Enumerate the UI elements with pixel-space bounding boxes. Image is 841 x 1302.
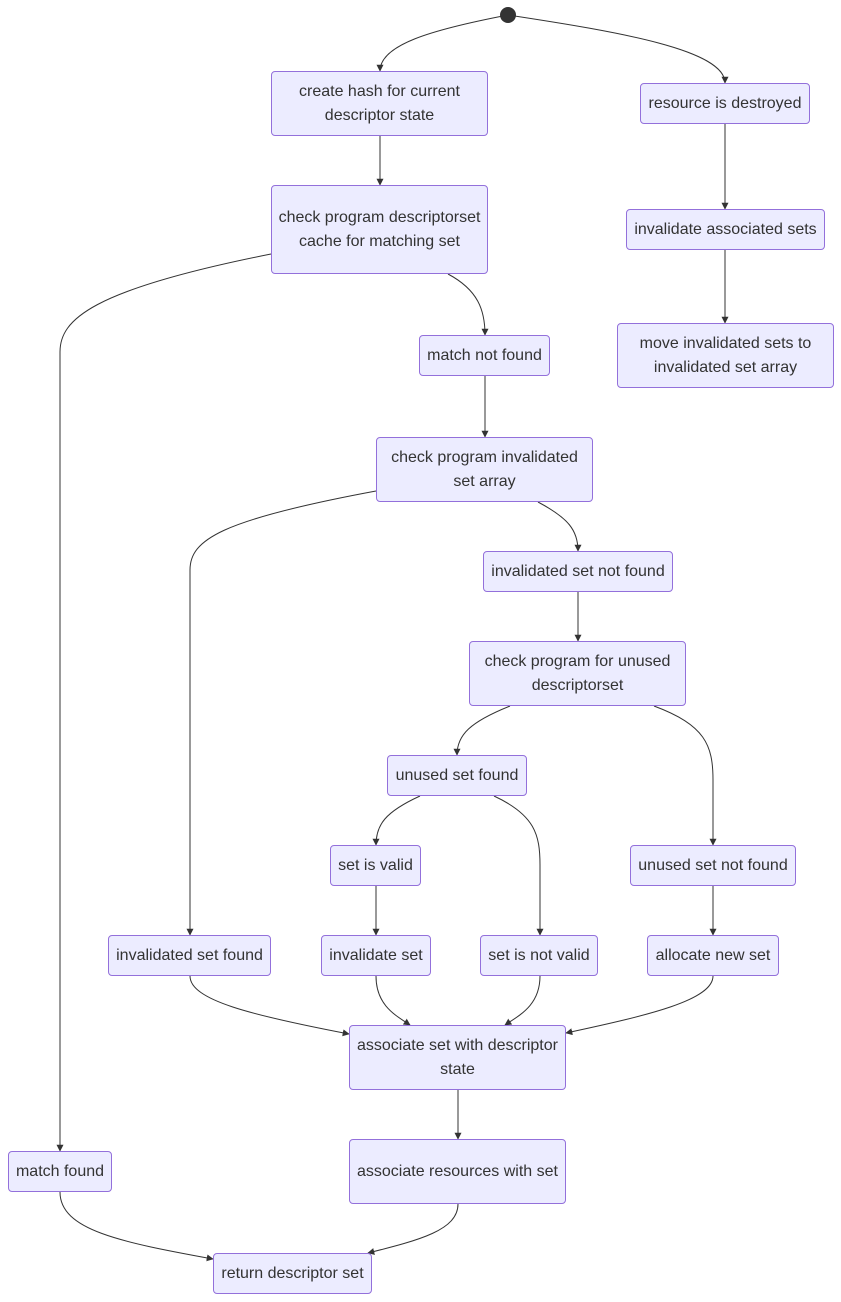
node-match-found-label: match found [15, 1162, 105, 1180]
node-invalidate-associated: invalidate associated sets [626, 209, 825, 250]
node-match-found: match found [8, 1151, 112, 1192]
edge-unused-set-found-to-set-is-valid [372, 795, 421, 846]
edge-check-invalidated-to-invalidated-not-found [537, 501, 582, 552]
node-invalidate-associated-label: invalidate associated sets [634, 220, 817, 238]
node-invalidated-not-found-label: invalidated set not found [491, 562, 665, 580]
node-move-invalidated-label: move invalidated sets to invalidated set… [639, 334, 812, 376]
node-invalidated-not-found: invalidated set not found [483, 551, 673, 592]
node-set-is-valid-label: set is valid [338, 856, 413, 874]
node-allocate-new-set: allocate new set [647, 935, 779, 976]
node-check-cache-label: check program descriptorset cache for ma… [278, 208, 481, 250]
node-set-not-valid-label: set is not valid [488, 946, 590, 964]
edge-invalidate-set-to-associate-set [375, 975, 411, 1026]
node-match-not-found: match not found [419, 335, 550, 376]
node-resource-destroyed: resource is destroyed [640, 83, 810, 124]
node-set-not-valid: set is not valid [480, 935, 598, 976]
node-check-unused-label: check program for unused descriptorset [484, 652, 671, 694]
node-return-set-label: return descriptor set [221, 1264, 364, 1282]
node-return-set: return descriptor set [213, 1253, 372, 1294]
node-associate-set-label: associate set with descriptor state [357, 1036, 558, 1078]
node-unused-not-found-label: unused set not found [638, 856, 788, 874]
edge-check-cache-to-match-found [56, 253, 272, 1152]
edge-associate-resources-to-return-set [367, 1203, 459, 1255]
node-create-hash: create hash for current descriptor state [271, 71, 488, 136]
node-invalidate-set: invalidate set [321, 935, 431, 976]
node-unused-not-found: unused set not found [630, 845, 796, 886]
node-associate-set: associate set with descriptor state [349, 1025, 566, 1090]
edge-start-to-create-hash [376, 14, 509, 72]
edge-check-cache-to-match-not-found [447, 273, 489, 336]
node-associate-resources: associate resources with set [349, 1139, 566, 1204]
node-check-cache: check program descriptorset cache for ma… [271, 185, 488, 274]
edge-unused-set-found-to-set-not-valid [493, 795, 544, 936]
node-check-unused: check program for unused descriptorset [469, 641, 686, 706]
node-unused-set-found: unused set found [387, 755, 527, 796]
node-check-invalidated-label: check program invalidated set array [391, 448, 578, 490]
edge-check-unused-to-unused-not-found [653, 705, 717, 846]
edge-allocate-new-set-to-associate-set [565, 975, 714, 1036]
edge-match-found-to-return-set [59, 1191, 214, 1262]
node-resource-destroyed-label: resource is destroyed [648, 94, 802, 112]
edge-check-invalidated-to-invalidated-set-found [186, 490, 377, 936]
edge-invalidated-set-found-to-associate-set [189, 975, 350, 1037]
node-create-hash-label: create hash for current descriptor state [299, 82, 460, 124]
node-invalidated-set-found-label: invalidated set found [116, 946, 263, 964]
edge-start-to-resource-destroyed [507, 14, 729, 84]
edge-check-unused-to-unused-set-found [453, 705, 511, 756]
node-match-not-found-label: match not found [427, 346, 542, 364]
node-check-invalidated: check program invalidated set array [376, 437, 593, 502]
node-set-is-valid: set is valid [330, 845, 421, 886]
node-move-invalidated: move invalidated sets to invalidated set… [617, 323, 834, 388]
node-invalidated-set-found: invalidated set found [108, 935, 271, 976]
node-unused-set-found-label: unused set found [395, 766, 519, 784]
node-associate-resources-label: associate resources with set [357, 1162, 558, 1180]
node-allocate-new-set-label: allocate new set [655, 946, 771, 964]
edge-set-not-valid-to-associate-set [504, 975, 541, 1026]
start-node [500, 7, 516, 23]
node-invalidate-set-label: invalidate set [329, 946, 423, 964]
